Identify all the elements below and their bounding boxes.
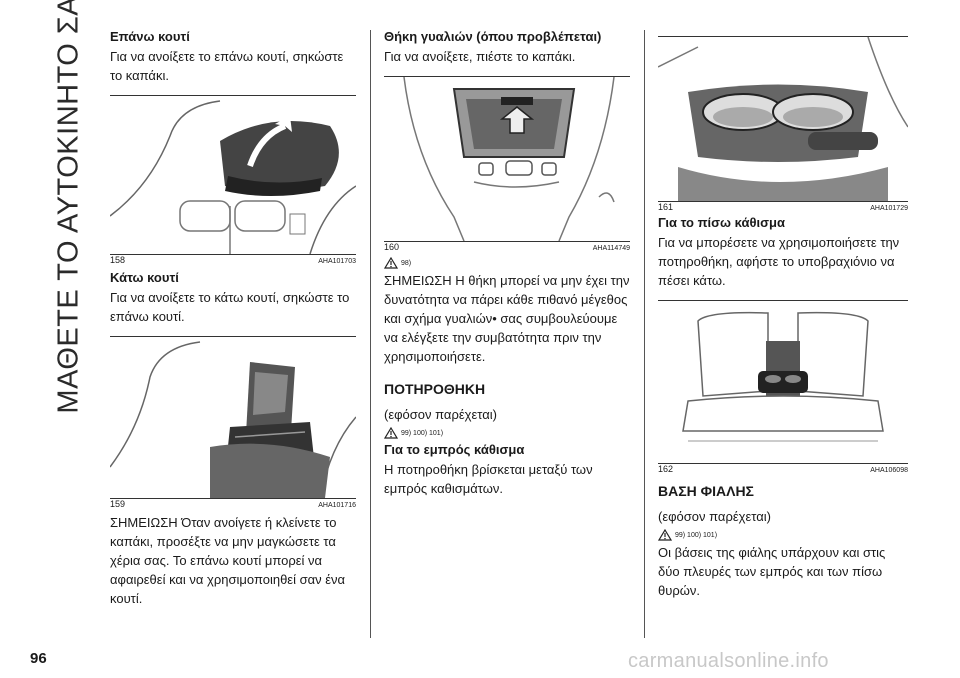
- glasses-holder-title: Θήκη γυαλιών (όπου προβλέπεται): [384, 29, 602, 44]
- figure-159-code: AHA101716: [318, 502, 356, 509]
- warning-triangle-icon: [658, 529, 672, 541]
- glasses-holder-illustration: [384, 77, 630, 241]
- figure-158-number: 158: [110, 255, 126, 265]
- figure-160-code: AHA114749: [592, 245, 630, 252]
- bottle-holder-heading: ΒΑΣΗ ΦΙΑΛΗΣ: [658, 483, 754, 499]
- lower-box-title: Κάτω κουτί: [110, 270, 179, 285]
- rear-seat-text: Για να μπορέσετε να χρησιμοποιήσετε την …: [658, 235, 900, 288]
- glasses-note: ΣΗΜΕΙΩΣΗ Η θήκη μπορεί να μην έχει την δ…: [384, 273, 630, 364]
- upper-box-title: Επάνω κουτί: [110, 29, 190, 44]
- front-seat-text: Η ποτηροθήκη βρίσκεται μεταξύ των εμπρός…: [384, 462, 593, 496]
- page-number: 96: [30, 650, 47, 667]
- warning-references-bottle: 99) 100) 101): [658, 529, 908, 541]
- rear-seat-title: Για το πίσω κάθισμα: [658, 215, 785, 230]
- figure-160: 160 AHA114749: [384, 76, 630, 252]
- rear-armrest-illustration: [658, 301, 908, 463]
- cupholder-heading: ΠΟΤΗΡΟΘΗΚΗ: [384, 381, 486, 397]
- column-divider-1: [370, 30, 371, 638]
- lower-box-text: Για να ανοίξετε το κάτω κουτί, σηκώστε τ…: [110, 290, 350, 324]
- figure-162: 162 AHA106098: [658, 300, 908, 474]
- column-1: Επάνω κουτί Για να ανοίξετε το επάνω κου…: [110, 28, 356, 608]
- column-divider-2: [644, 30, 645, 638]
- watermark: carmanualsonline.info: [628, 650, 829, 672]
- cupholder-availability: (εφόσον παρέχεται): [384, 407, 497, 422]
- lower-box-illustration: [110, 337, 356, 498]
- figure-161: 161 AHA101729: [658, 36, 908, 212]
- column-3: 161 AHA101729 Για το πίσω κάθισμα Για να …: [658, 28, 908, 600]
- glasses-holder-text: Για να ανοίξετε, πιέστε το καπάκι.: [384, 49, 576, 64]
- figure-160-number: 160: [384, 242, 400, 252]
- warning-triangle-icon: [384, 427, 398, 439]
- upper-box-text: Για να ανοίξετε το επάνω κουτί, σηκώστε …: [110, 49, 344, 83]
- front-seat-title: Για το εμπρός κάθισμα: [384, 442, 525, 457]
- figure-159: 159 AHA101716: [110, 336, 356, 509]
- figure-159-number: 159: [110, 499, 126, 509]
- bottle-holder-text: Οι βάσεις της φιάλης υπάρχουν και στις δ…: [658, 545, 886, 598]
- warning-reference-98: 98): [384, 257, 630, 269]
- lid-note: ΣΗΜΕΙΩΣΗ Όταν ανοίγετε ή κλείνετε το καπ…: [110, 515, 346, 606]
- armrest-open-illustration: [110, 96, 356, 254]
- figure-158: 158 AHA101703: [110, 95, 356, 265]
- warning-triangle-icon: [384, 257, 398, 269]
- column-2: Θήκη γυαλιών (όπου προβλέπεται) Για να α…: [384, 28, 630, 498]
- figure-161-code: AHA101729: [870, 205, 908, 212]
- bottle-holder-availability: (εφόσον παρέχεται): [658, 509, 771, 524]
- figure-158-code: AHA101703: [318, 258, 356, 265]
- front-cupholder-illustration: [658, 37, 908, 201]
- figure-162-code: AHA106098: [870, 467, 908, 474]
- figure-161-number: 161: [658, 202, 674, 212]
- warning-references-cupholder: 99) 100) 101): [384, 427, 630, 439]
- figure-162-number: 162: [658, 464, 674, 474]
- section-side-title: ΜΑΘΕΤΕ ΤΟ ΑΥΤΟΚΙΝΗΤΟ ΣΑΣ: [52, 0, 85, 414]
